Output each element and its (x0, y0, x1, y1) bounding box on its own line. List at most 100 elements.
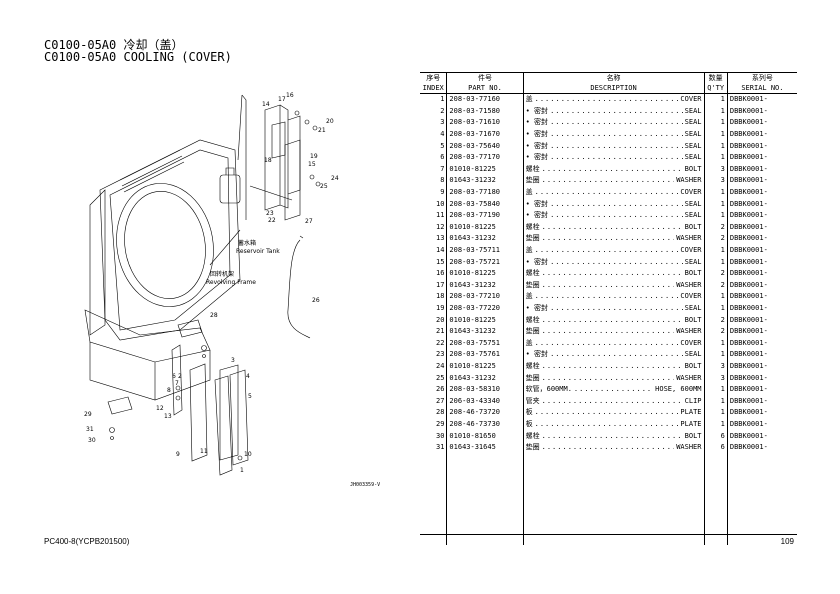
row-serial: DBBK0001- (726, 302, 797, 315)
leader-dots: ........................................… (550, 118, 683, 127)
row-serial: DBBK0001- (726, 279, 797, 292)
row-index: 27 (435, 396, 445, 405)
callout-24: 24 (331, 175, 339, 182)
row-index: 26 (435, 385, 445, 394)
row-desc-en: PLATE (680, 408, 702, 417)
row-serial: DBBK0001- (726, 209, 797, 222)
row-desc-cn: 螺栓 (525, 361, 540, 370)
page-number: 109 (780, 537, 794, 546)
row-serial: DBBK0001- (726, 337, 797, 350)
row-description: • 密封....................................… (522, 151, 704, 164)
page-title-en: C0100-05A0 COOLING (COVER) (44, 50, 232, 64)
row-index: 13 (435, 234, 445, 243)
row-quantity: 1 (703, 407, 728, 419)
row-part-number: 208-03-77170 (446, 151, 524, 164)
row-quantity: 1 (703, 383, 728, 396)
row-index: 28 (435, 408, 445, 417)
callout-18: 18 (264, 157, 272, 164)
row-desc-cn: 垫圈 (525, 234, 540, 243)
row-description: 垫圈......................................… (522, 233, 704, 245)
row-serial: DBBK0001- (726, 418, 797, 431)
row-part-number: 01010-81650 (446, 430, 524, 442)
row-serial: DBBK0001- (726, 221, 797, 234)
row-part-number: 01010-81225 (446, 267, 524, 280)
col-partno-cn: 件号 (446, 72, 524, 83)
row-description: 垫圈......................................… (522, 175, 704, 187)
row-description: 垫圈......................................… (522, 279, 704, 292)
row-quantity: 1 (703, 209, 728, 222)
row-desc-cn: 软管，600MM. (525, 385, 572, 394)
row-index: 24 (435, 361, 445, 370)
callout-20: 20 (326, 118, 334, 125)
row-desc-en: COVER (680, 292, 702, 301)
row-serial: DBBK0001- (726, 186, 797, 199)
leader-dots: ........................................… (534, 188, 679, 197)
row-desc-cn: • 密封 (525, 118, 549, 127)
row-description: • 密封....................................… (522, 117, 704, 129)
row-description: 盖.......................................… (522, 337, 704, 350)
row-quantity: 6 (703, 430, 728, 442)
row-serial: DBBK0001- (726, 256, 797, 268)
row-part-number: 208-03-77180 (446, 186, 524, 199)
row-part-number: 208-03-71610 (446, 117, 524, 129)
row-description: 垫圈......................................… (522, 372, 704, 384)
row-desc-en: WASHER (676, 176, 702, 185)
callout-6: 6 (172, 373, 176, 380)
row-index: 2 (440, 106, 445, 115)
row-quantity: 3 (703, 372, 728, 384)
callout-26: 26 (312, 297, 320, 304)
row-desc-en: COVER (680, 95, 702, 104)
row-index: 25 (435, 373, 445, 382)
row-desc-cn: 螺栓 (525, 269, 540, 278)
callout-9: 9 (176, 451, 180, 458)
row-part-number: 208-03-71580 (446, 105, 524, 118)
row-serial: DBBK0001- (726, 383, 797, 396)
row-description: 螺栓......................................… (522, 221, 704, 234)
table-bottom-rule (420, 534, 797, 535)
row-desc-en: SEAL (684, 130, 702, 139)
row-desc-cn: 螺栓 (525, 431, 540, 440)
leader-dots: ........................................… (534, 246, 679, 255)
row-index: 16 (435, 269, 445, 278)
row-desc-cn: • 密封 (525, 106, 549, 115)
row-description: • 密封....................................… (522, 209, 704, 222)
row-index: 7 (440, 164, 445, 173)
row-desc-cn: • 密封 (525, 130, 549, 139)
row-serial: DBBK0001- (726, 128, 797, 141)
row-quantity: 1 (703, 186, 728, 199)
leader-dots: ........................................… (541, 315, 683, 324)
callout-22: 22 (268, 217, 276, 224)
row-description: 螺栓......................................… (522, 430, 704, 442)
row-desc-cn: 盖 (525, 95, 533, 104)
row-index: 31 (435, 443, 445, 452)
row-serial: DBBK0001- (726, 349, 797, 361)
row-serial: DBBK0001- (726, 291, 797, 303)
table-row: 26208-03-58310软管，600MM..................… (420, 383, 797, 396)
row-index: 21 (435, 327, 445, 336)
row-description: 螺栓......................................… (522, 314, 704, 326)
leader-dots: ........................................… (550, 303, 683, 312)
row-desc-cn: 螺栓 (525, 164, 540, 173)
row-index: 17 (435, 280, 445, 289)
row-desc-cn: 垫圈 (525, 176, 540, 185)
exploded-parts-diagram: 蓄水箱 Reservoir Tank 回转机架 Revolving Frame … (84, 92, 339, 476)
row-desc-en: SEAL (684, 141, 702, 150)
row-description: 螺栓......................................… (522, 360, 704, 373)
row-part-number: 01643-31232 (446, 233, 524, 245)
leader-dots: ........................................… (550, 257, 683, 266)
row-part-number: 01010-81225 (446, 221, 524, 234)
row-desc-en: BOLT (684, 222, 702, 231)
leader-dots: ........................................… (550, 106, 683, 115)
row-quantity: 1 (703, 117, 728, 129)
leader-dots: ........................................… (534, 95, 679, 104)
callout-25: 25 (320, 183, 328, 190)
row-part-number: 208-03-77210 (446, 291, 524, 303)
revolving-frame-label-en: Revolving Frame (206, 279, 256, 286)
